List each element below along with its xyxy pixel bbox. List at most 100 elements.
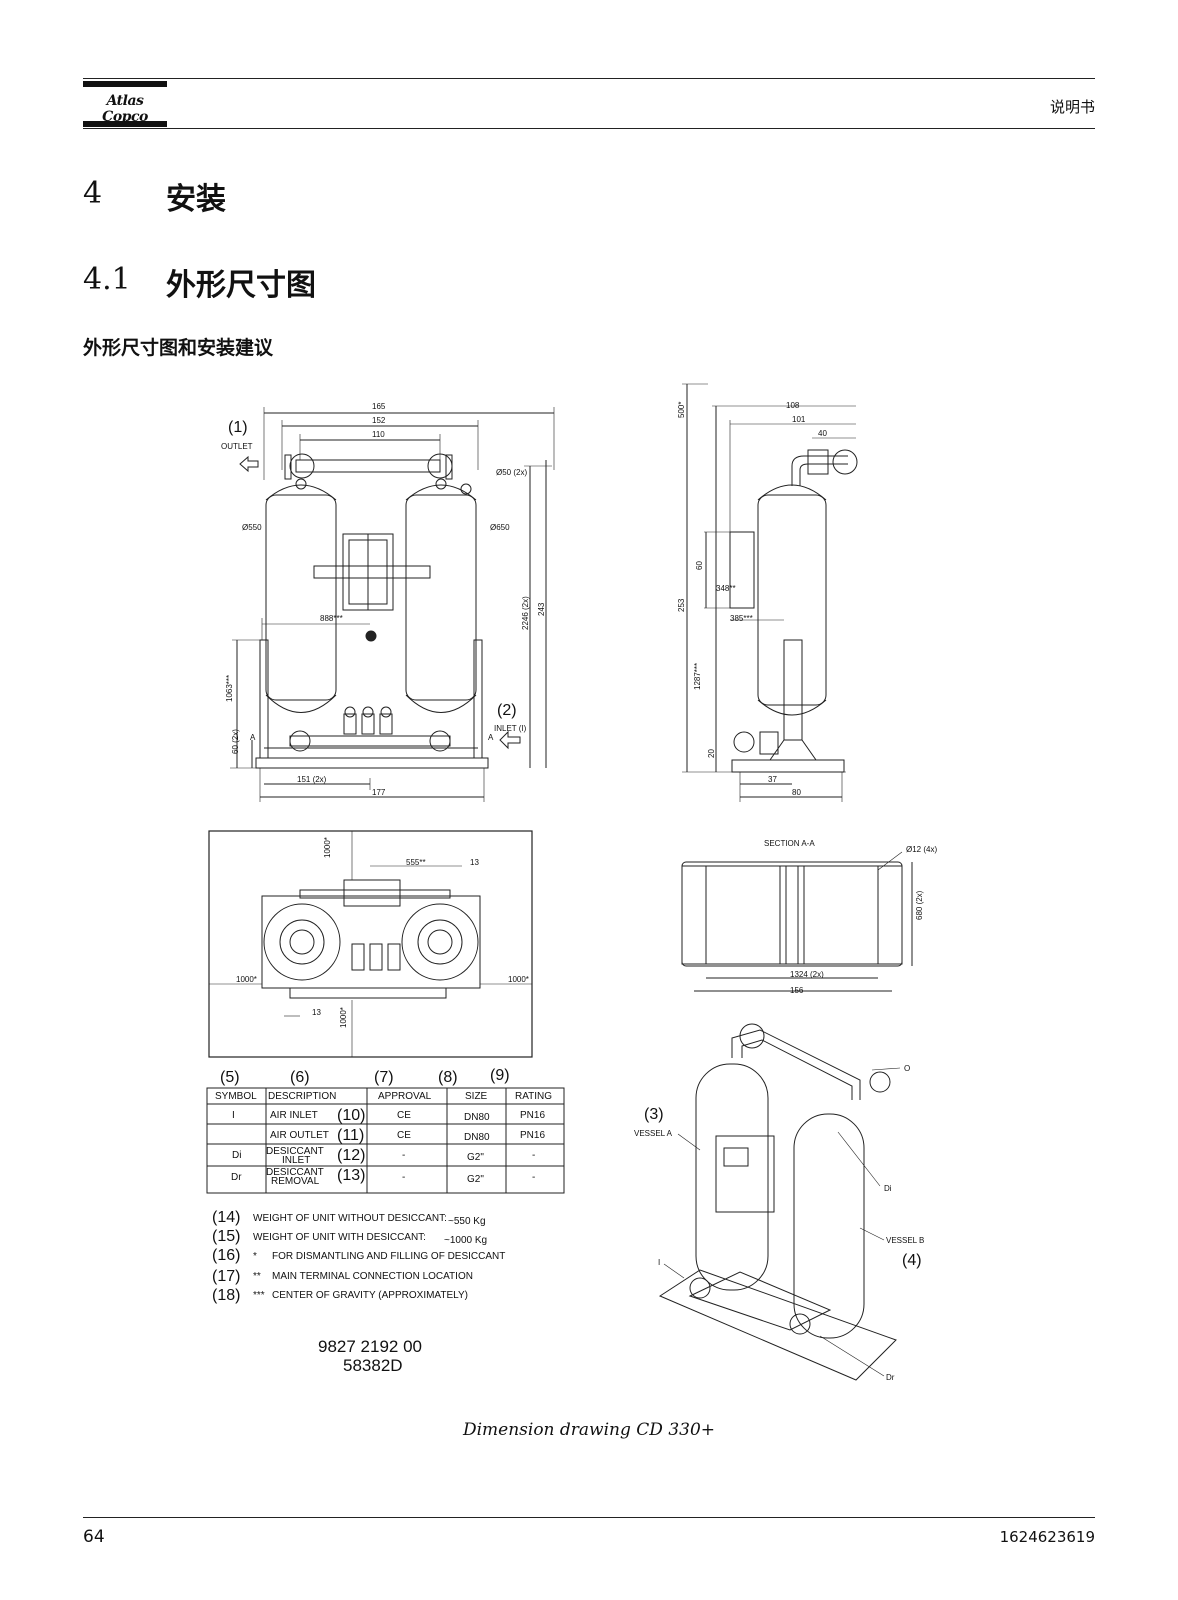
cell-approval-0: CE bbox=[397, 1110, 411, 1121]
note-text-16: FOR DISMANTLING AND FILLING OF DESICCANT bbox=[272, 1251, 505, 1262]
cell-description-0: AIR INLET bbox=[270, 1110, 318, 1121]
note-no-18: (18) bbox=[212, 1287, 240, 1304]
figure-heading: 外形尺寸图和安装建议 bbox=[83, 337, 274, 359]
note-value-14: ~550 Kg bbox=[448, 1216, 486, 1227]
th-symbol: SYMBOL bbox=[215, 1091, 257, 1102]
dim-1063: 1063*** bbox=[225, 675, 234, 702]
dim-1287: 1287*** bbox=[693, 663, 702, 690]
callout-vessel-a-no: (3) bbox=[644, 1106, 664, 1123]
callout-vessel-b-no: (4) bbox=[902, 1252, 922, 1269]
document-type: 说明书 bbox=[1049, 98, 1095, 116]
section-a-a bbox=[681, 851, 913, 992]
iso-i-label: I bbox=[658, 1258, 660, 1267]
header-bottom-rule bbox=[83, 128, 1095, 129]
dim-165: 165 bbox=[372, 402, 386, 411]
cell-description-3: DESICCANT bbox=[266, 1167, 324, 1178]
cell-no-0: (10) bbox=[337, 1107, 365, 1124]
dim-500: 500* bbox=[677, 402, 686, 418]
cell-approval-3: - bbox=[402, 1172, 405, 1183]
document-number: 1624623619 bbox=[999, 1528, 1095, 1546]
cell-size-0: DN80 bbox=[464, 1112, 490, 1123]
header-top-rule bbox=[83, 78, 1095, 79]
section-number: 4 bbox=[83, 176, 103, 211]
cell-approval-2: - bbox=[402, 1150, 405, 1161]
dim-d12: Ø12 (4x) bbox=[906, 845, 937, 854]
page-number: 64 bbox=[83, 1527, 105, 1547]
note-mark-18: *** bbox=[253, 1290, 265, 1301]
col-no-5: (5) bbox=[220, 1069, 240, 1086]
dim-385: 385*** bbox=[730, 614, 753, 623]
dim-d50: Ø50 (2x) bbox=[496, 468, 527, 477]
notes-list: (14) WEIGHT OF UNIT WITHOUT DESICCANT: ~… bbox=[212, 1209, 505, 1304]
cell-symbol-2: Di bbox=[232, 1150, 241, 1161]
dim-253: 253 bbox=[677, 598, 686, 612]
note-text-14: WEIGHT OF UNIT WITHOUT DESICCANT: bbox=[253, 1213, 447, 1224]
dim-888: 888*** bbox=[320, 614, 343, 623]
col-no-8: (8) bbox=[438, 1069, 458, 1086]
note-text-17: MAIN TERMINAL CONNECTION LOCATION bbox=[272, 1271, 473, 1282]
dim-40: 40 bbox=[818, 429, 827, 438]
col-no-7: (7) bbox=[374, 1069, 394, 1086]
footer-rule bbox=[83, 1517, 1095, 1518]
section-title: 安装 bbox=[166, 182, 226, 217]
dim-680: 680 (2x) bbox=[915, 890, 924, 920]
dim-156: 156 bbox=[790, 986, 804, 995]
dim-243: 243 bbox=[537, 602, 546, 616]
dim-1000-right: 1000* bbox=[508, 975, 529, 984]
front-view bbox=[230, 407, 555, 802]
outlet-label: OUTLET bbox=[221, 442, 253, 451]
dim-13-top: 13 bbox=[470, 858, 479, 867]
cell-size-1: DN80 bbox=[464, 1132, 490, 1143]
drawing-number: 9827 2192 00 bbox=[318, 1337, 422, 1356]
cell-size-3: G2" bbox=[467, 1174, 484, 1185]
dim-1000-left: 1000* bbox=[236, 975, 257, 984]
section-a-a-title: SECTION A-A bbox=[764, 839, 815, 848]
section-mark-right: A bbox=[488, 733, 494, 742]
top-view bbox=[208, 830, 533, 1058]
isometric-view bbox=[658, 1023, 901, 1381]
dim-348: 348** bbox=[716, 584, 736, 593]
dim-152: 152 bbox=[372, 416, 386, 425]
side-view bbox=[682, 383, 858, 802]
dim-101: 101 bbox=[792, 415, 806, 424]
th-size: SIZE bbox=[465, 1091, 488, 1102]
dim-177: 177 bbox=[372, 788, 386, 797]
note-text-18: CENTER OF GRAVITY (APPROXIMATELY) bbox=[272, 1290, 468, 1301]
note-no-16: (16) bbox=[212, 1247, 240, 1264]
note-value-15: ~1000 Kg bbox=[444, 1235, 487, 1246]
vessel-a-label: VESSEL A bbox=[634, 1129, 673, 1138]
note-no-15: (15) bbox=[212, 1228, 240, 1245]
note-mark-16: * bbox=[253, 1251, 257, 1262]
cell-rating-3: - bbox=[532, 1172, 535, 1183]
figure-caption: Dimension drawing CD 330+ bbox=[462, 1420, 716, 1440]
th-approval: APPROVAL bbox=[378, 1091, 432, 1102]
th-description: DESCRIPTION bbox=[268, 1091, 336, 1102]
note-no-14: (14) bbox=[212, 1209, 240, 1226]
cell-symbol-3: Dr bbox=[231, 1172, 242, 1183]
drawing-revision: 58382D bbox=[343, 1356, 403, 1375]
iso-di-label: Di bbox=[884, 1184, 892, 1193]
dim-2246: 2246 (2x) bbox=[521, 596, 530, 630]
dim-13-bottom: 13 bbox=[312, 1008, 321, 1017]
dim-108: 108 bbox=[786, 401, 800, 410]
spec-table-grid bbox=[206, 1087, 565, 1194]
subsection-title: 外形尺寸图 bbox=[166, 268, 316, 303]
dim-37: 37 bbox=[768, 775, 777, 784]
dim-d650: Ø650 bbox=[490, 523, 510, 532]
cell-no-1: (11) bbox=[337, 1127, 364, 1144]
dim-60: 60 (2x) bbox=[231, 729, 240, 754]
cell-description-2: DESICCANT bbox=[266, 1146, 324, 1157]
atlas-copco-logo: Atlas Copco bbox=[83, 81, 167, 127]
subsection-number: 4.1 bbox=[83, 262, 131, 297]
dim-555: 555** bbox=[406, 858, 426, 867]
col-no-9: (9) bbox=[490, 1067, 510, 1084]
note-mark-17: ** bbox=[253, 1271, 261, 1282]
cell-symbol-0: I bbox=[232, 1110, 235, 1121]
section-mark-left: A bbox=[250, 733, 256, 742]
cell-rating-0: PN16 bbox=[520, 1110, 545, 1121]
dim-1324: 1324 (2x) bbox=[790, 970, 824, 979]
callout-outlet-no: (1) bbox=[228, 419, 248, 436]
dim-1000-top: 1000* bbox=[323, 837, 332, 858]
dimension-drawing: (1) OUTLET 165 152 110 Ø50 (2x) Ø550 Ø65… bbox=[206, 383, 937, 1382]
col-no-6: (6) bbox=[290, 1069, 310, 1086]
